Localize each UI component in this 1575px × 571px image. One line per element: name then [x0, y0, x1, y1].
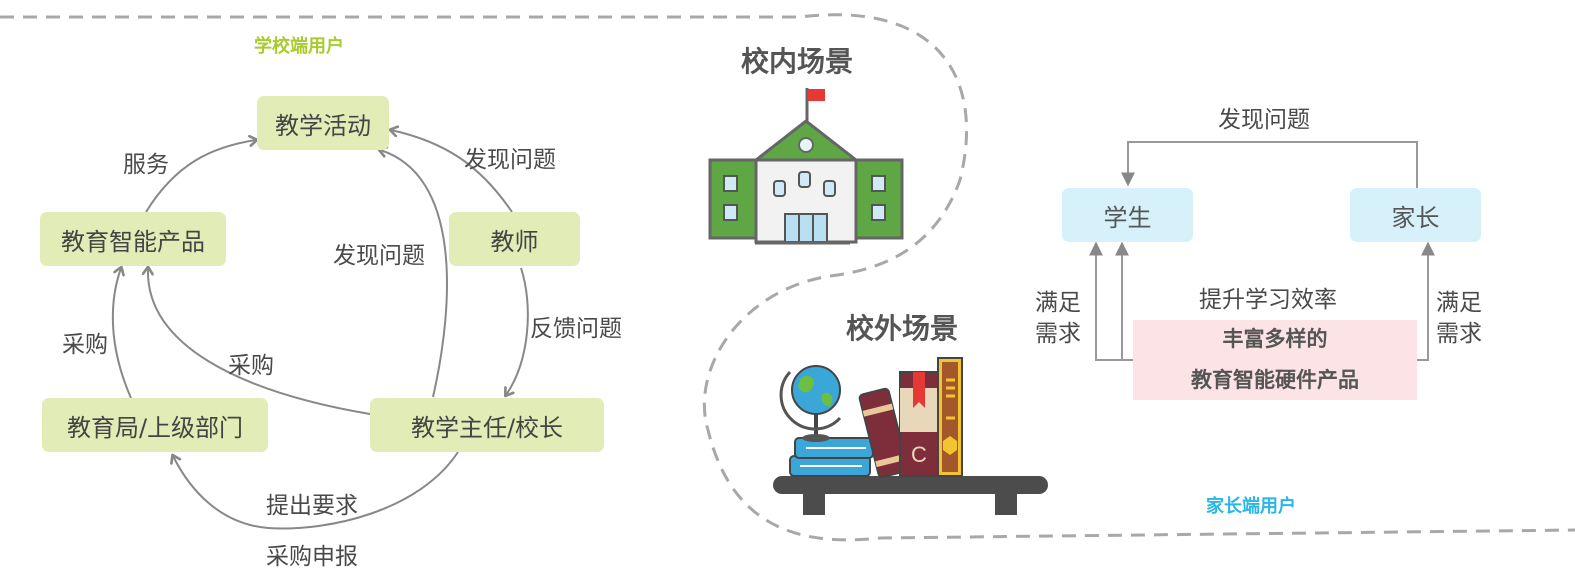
label-purchase-director: 采购 — [228, 353, 274, 379]
school-connectors — [111, 130, 529, 530]
scene-divider — [0, 13, 1575, 542]
label-parent-discover: 发现问题 — [1218, 107, 1310, 133]
satisfy-right-line-2: 需求 — [1436, 321, 1482, 347]
label-discover-director: 发现问题 — [333, 243, 425, 269]
school-building-icon — [708, 88, 904, 245]
parent-users-title: 家长端用户 — [1206, 496, 1296, 517]
edge-discover-director — [380, 150, 448, 398]
inside-scene-title: 校内场景 — [741, 45, 854, 78]
edge-service — [145, 140, 256, 213]
parent-connectors — [1089, 141, 1435, 361]
svg-text:C: C — [911, 442, 927, 467]
edge-feedback — [506, 267, 529, 395]
label-satisfy-left: 满足 需求 — [1035, 288, 1081, 350]
outside-scene-title: 校外场景 — [846, 312, 959, 345]
node-student: 学生 — [1062, 188, 1193, 242]
edge-discover-teacher — [391, 130, 513, 213]
edge-propose-report — [173, 451, 459, 530]
label-feedback: 反馈问题 — [530, 316, 622, 342]
edge-purchase-director — [148, 268, 371, 415]
node-teaching-activity: 教学活动 — [257, 96, 389, 150]
node-parent: 家长 — [1350, 188, 1481, 242]
satisfy-right-line-1: 满足 — [1436, 290, 1482, 316]
label-service: 服务 — [123, 152, 169, 178]
node-director: 教学主任/校长 — [370, 398, 604, 452]
label-propose: 提出要求 — [266, 493, 358, 519]
edge-satisfy-right — [1417, 241, 1435, 361]
label-improve: 提升学习效率 — [1199, 287, 1337, 313]
product-box: 丰富多样的 教育智能硬件产品 — [1133, 320, 1417, 400]
node-edu-product: 教育智能产品 — [40, 212, 226, 266]
label-purchase-bureau: 采购 — [62, 332, 108, 358]
edge-top-discover — [1121, 141, 1418, 188]
satisfy-left-line-1: 满足 — [1035, 290, 1081, 316]
node-teacher: 教师 — [449, 212, 580, 266]
edge-purchase-bureau — [111, 268, 132, 399]
satisfy-left-line-2: 需求 — [1035, 321, 1081, 347]
product-line-2: 教育智能硬件产品 — [1191, 368, 1359, 392]
label-discover-teacher: 发现问题 — [464, 147, 556, 173]
node-bureau: 教育局/上级部门 — [42, 398, 268, 452]
school-users-title: 学校端用户 — [254, 36, 344, 57]
edge-satisfy-left-inner — [1115, 241, 1133, 361]
edge-satisfy-left-outer — [1089, 241, 1133, 361]
books-globe-shelf-icon: C — [773, 357, 1048, 515]
product-line-1: 丰富多样的 — [1222, 327, 1328, 351]
label-satisfy-right: 满足 需求 — [1436, 288, 1482, 350]
